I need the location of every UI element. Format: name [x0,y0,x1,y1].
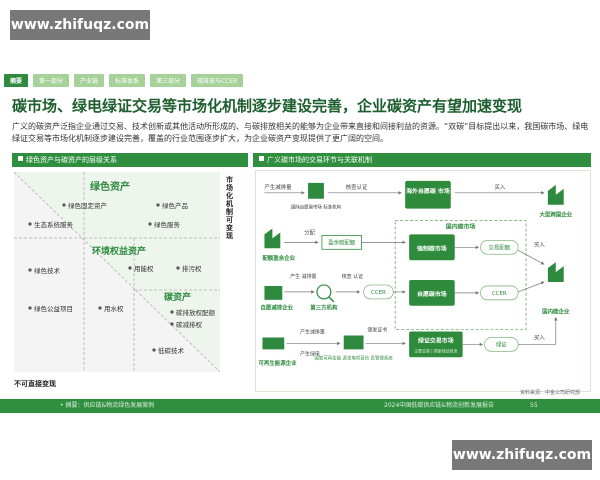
text-green-cert-market: 绿证交易市场 [418,336,454,344]
item-green-service: 绿色服务 [154,220,181,229]
item-energy-right: 用能权 [134,264,154,273]
building-icon-self-reduce [264,285,283,300]
factory-icon-multinational [547,184,564,205]
item-eco-service: 生态系统服务 [34,220,74,229]
label-self-reduce: 自愿减排企业 [260,304,293,312]
text-mandatory-market: 强制碳市场 [417,244,447,252]
item-carbon-offset: 碳减排权 [176,320,203,329]
label-renewable-firm: 可再生能源企业 [258,359,297,367]
left-panel-title: 绿色资产与碳资产的层级关系 [26,156,117,164]
label-domestic-firm: 国内碳企业 [542,308,570,316]
text-ccer-right: CCER [492,291,507,297]
tab-standards[interactable]: 标准体系 [109,73,146,87]
source-note: 资料来源：中金公司研究部 [520,390,581,396]
watermark-bottom: www.zhifuqz.com [452,440,592,470]
right-panel-header: 广义碳市场的交易环节与关联机制 [253,153,591,167]
box-overseas-market [405,180,451,209]
footer-page-number: 55 [530,402,538,409]
standard-building-icon [308,182,324,199]
label-compliance-firm: 配额盈余企业 [262,254,295,262]
intro-paragraph: 广义的碳资产泛指企业通过交易、技术创新或其他活动所形成的、与碳排放相关的能够为企… [12,122,589,143]
text-overseas-market: 海外自愿碳 市场 [406,187,450,195]
text-surplus-quota: 盈余碳配额 [328,238,356,246]
tab-part-three[interactable]: 第三部分 [150,73,187,87]
label-intl-standard: 国际自愿碳市场 标准机构 [291,204,342,211]
item-green-product: 绿色产品 [162,201,188,210]
item-pollution-right: 排污权 [182,264,202,273]
label-apply: 颁发证书 [368,327,388,334]
item-green-tech: 绿色技术 [34,266,61,275]
box-voluntary-market [409,280,455,306]
tab-part-one[interactable]: 第一部分 [33,73,70,87]
label-green-power: 产生绿电 [300,350,320,357]
domestic-market-region [394,220,527,331]
carbon-market-flow-diagram: 国内碳市场 产生减排量 国际自愿碳市场 标准机构 核查认证 海外自愿碳 市场 买… [255,170,591,392]
footer-report-title: 2024中国低碳供应链&物流创新发展报告 [384,402,494,409]
factory-icon-compliance [264,228,281,249]
label-energy-center: 国家可再生能 源发电项目信 息管理系统 [314,354,393,361]
text-voluntary-market: 自愿碳市场 [417,290,447,298]
asset-hierarchy-matrix: 绿色资产 环境权益资产 碳资产 绿色固定资产 绿色产品 生态系统服务 绿色服务 … [14,172,220,372]
box-trade-allocation [480,239,519,255]
label-allocation: 分配 [304,228,315,236]
label-buy-2: 买入 [534,240,545,248]
item-green-project: 绿色公益项目 [34,304,73,313]
page-footer: • 摘要：供应链&物流绿色发展案例 2024中国低碳供应链&物流创新发展报告 5… [0,399,600,413]
item-green-fixed-asset: 绿色固定资产 [68,201,108,210]
group-green-asset: 绿色资产 [90,180,130,193]
label-certify-2: 核查 认证 [342,273,363,280]
tab-carbon-ccer[interactable]: 碳排放与CCER [191,73,244,87]
label-produce-emission-1: 产生减排量 [264,183,292,191]
bottom-label-non-liquid: 不可直接变现 [14,380,56,388]
page-headline: 碳市场、绿电绿证交易等市场化机制逐步建设完善，企业碳资产有望加速变现 [12,97,523,115]
left-panel-header: 绿色资产与碳资产的层级关系 [12,153,248,167]
label-produce-emission-2: 产生 减排量 [290,273,316,280]
text-trade-allocation: 交易配额 [488,243,510,251]
group-env-asset: 环境权益资产 [92,245,146,257]
label-third-party: 第三方机构 [310,304,338,312]
text-green-cert: 绿证 [496,340,507,348]
monitor-icon [343,335,364,350]
magnifier-icon [316,284,332,300]
bullet-square-icon [18,156,23,161]
text-green-cert-sub: 主要交易 | 国家绿证核发 [414,348,457,353]
label-certify-1: 核查认证 [346,183,368,191]
item-carbon-quota: 碳排放权配额 [176,308,216,317]
label-multinational: 大型跨国企业 [539,211,572,219]
bullet-square-icon [259,156,264,161]
item-low-carbon-tech: 低碳技术 [158,346,185,355]
section-tabs: 摘要 第一部分 产业链 标准体系 第三部分 碳排放与CCER [0,73,600,87]
label-buy-3: 买入 [534,333,545,341]
item-water-right: 用水权 [104,304,124,313]
vertical-label-market-mechanism: 市场化机制可变现 [226,176,233,240]
box-ccer-right [480,285,519,301]
box-green-cert-market [409,331,463,358]
tab-summary[interactable]: 摘要 [4,73,29,87]
factory-icon-domestic [547,262,564,282]
watermark-top: www.zhifuqz.com [10,10,150,40]
group-carbon-asset: 碳资产 [164,291,191,303]
box-mandatory-market [409,234,455,261]
label-buy-1: 买入 [494,183,505,191]
text-ccer-left: CCER [371,290,386,296]
footer-left: • 摘要：供应链&物流绿色发展案例 [60,402,155,409]
label-domestic-market: 国内碳市场 [446,222,476,230]
label-produce-emission-3: 产生减排量 [300,329,325,336]
solar-panel-icon [262,337,285,350]
diagonal-divider [14,172,220,372]
right-panel-title: 广义碳市场的交易环节与关联机制 [267,156,372,164]
tab-industry-chain[interactable]: 产业链 [74,73,105,87]
